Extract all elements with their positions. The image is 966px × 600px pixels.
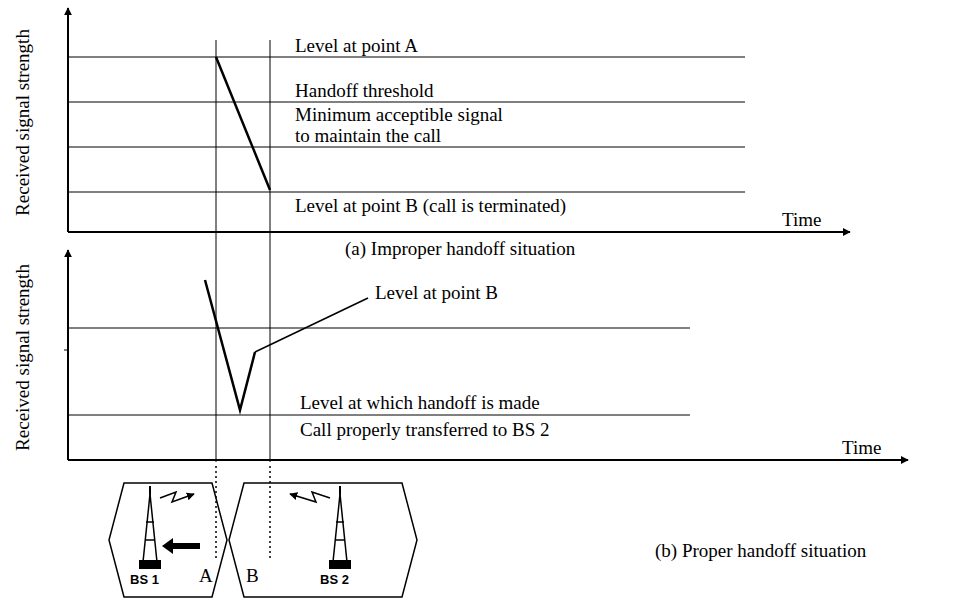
level-line xyxy=(68,328,690,329)
level-label: Level at point B (call is terminated) xyxy=(295,195,566,216)
point-marker xyxy=(216,40,217,462)
tower-symbol xyxy=(139,486,161,569)
point-label: A xyxy=(199,565,213,586)
cell-label-holder: BS 2 xyxy=(320,572,349,587)
figure-caption: (a) Improper handoff situation xyxy=(345,238,575,259)
tower-base xyxy=(329,560,351,569)
movement-arrow xyxy=(162,538,200,554)
level-line xyxy=(68,192,745,193)
level-line xyxy=(68,102,745,103)
axis-tick xyxy=(64,350,68,351)
axis-title: Received signal strength xyxy=(11,29,32,216)
hexagon-border xyxy=(109,483,227,597)
tower-bar xyxy=(336,521,344,523)
tower-bar xyxy=(145,539,155,541)
level-label: Level at point B xyxy=(375,282,498,303)
level-line xyxy=(68,415,690,416)
x-axis xyxy=(68,459,908,461)
tower-symbol xyxy=(329,486,351,569)
signal-trace xyxy=(205,280,255,410)
radio-link xyxy=(290,492,330,502)
figure-caption: (b) Proper handoff situation xyxy=(655,540,866,561)
tower-bar xyxy=(335,539,345,541)
level-label: Level at point A xyxy=(295,35,418,56)
station-label: BS 1 xyxy=(130,572,159,587)
axis-title: Received signal strength xyxy=(11,264,32,451)
radio-link xyxy=(160,492,194,502)
tower-bar xyxy=(146,521,154,523)
point-marker xyxy=(215,466,217,558)
x-axis xyxy=(68,231,850,233)
cell-label-holder: BS 1 xyxy=(130,572,159,587)
tower-antenna xyxy=(149,486,151,494)
tower-antenna xyxy=(339,486,341,494)
tower-leg xyxy=(340,494,347,562)
tower-leg xyxy=(333,494,340,562)
leader-line xyxy=(255,298,368,352)
hexagon-border xyxy=(229,483,417,597)
level-label: Call properly transferred to BS 2 xyxy=(300,419,550,440)
axis-label: Time xyxy=(842,437,881,458)
y-axis xyxy=(67,250,69,460)
level-label: Handoff threshold xyxy=(295,80,433,101)
tower-base xyxy=(139,560,161,569)
point-marker xyxy=(269,466,271,558)
signal-trace xyxy=(216,57,270,190)
level-label: Level at which handoff is made xyxy=(300,392,540,413)
level-line xyxy=(68,57,745,58)
level-line xyxy=(68,147,745,148)
station-label: BS 2 xyxy=(320,572,349,587)
level-label: Minimum acceptible signal to maintain th… xyxy=(295,104,519,146)
point-marker xyxy=(270,40,271,462)
y-axis xyxy=(67,8,69,232)
tower-leg xyxy=(143,494,150,562)
axis-label: Time xyxy=(782,209,821,230)
tower-leg xyxy=(150,494,157,562)
point-label: B xyxy=(246,565,259,586)
